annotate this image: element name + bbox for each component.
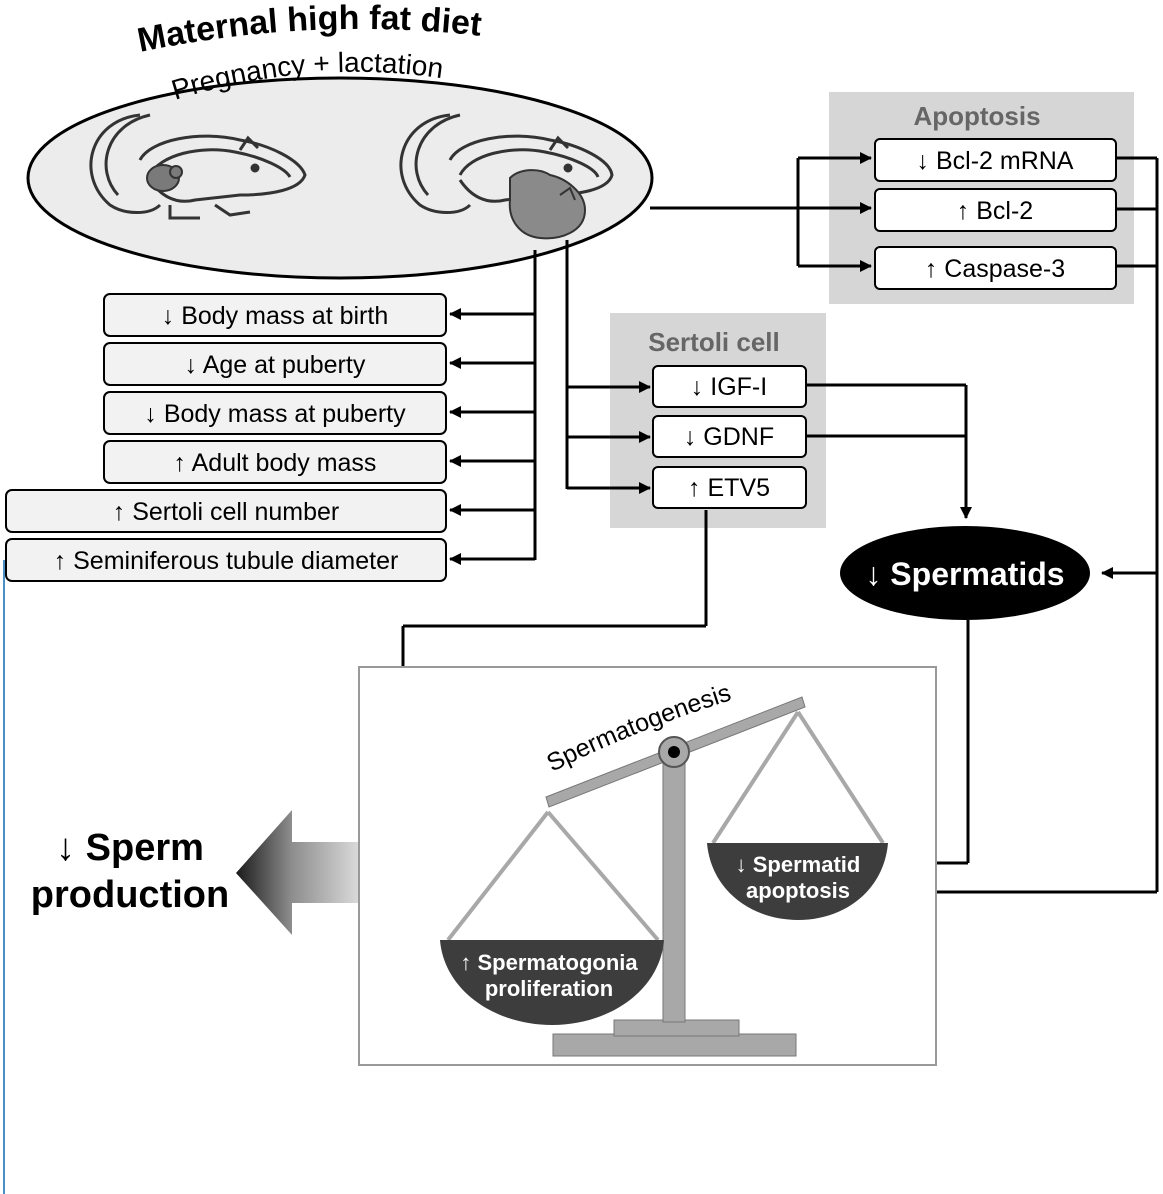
sertoli-item-label: ↑ ETV5: [688, 474, 770, 502]
sperm-production-arrow-icon: [236, 810, 358, 935]
sertoli-item: ↓ GDNF: [652, 415, 807, 458]
right-pan: ↓ Spermatid apoptosis: [707, 843, 888, 920]
apoptosis-item-label: ↑ Caspase-3: [925, 255, 1065, 283]
outcome-list: ↓ Body mass at birth ↓ Age at puberty ↓ …: [5, 293, 447, 582]
result-label-line1: ↓ Sperm: [56, 827, 204, 869]
sertoli-connectors: [565, 240, 651, 494]
apoptosis-panel-title: Apoptosis: [913, 101, 1040, 131]
right-pan-label-line2: apoptosis: [746, 878, 850, 903]
spermatids-node: ↓ Spermatids: [840, 526, 1090, 620]
apoptosis-connectors: [650, 152, 872, 272]
sertoli-cell-panel: Sertoli cell ↓ IGF-I ↓ GDNF ↑ ETV5: [610, 313, 826, 528]
outcome-label: ↓ Age at puberty: [185, 351, 366, 379]
outcome-box: ↑ Adult body mass: [103, 440, 447, 484]
apoptosis-item: ↑ Bcl-2: [874, 188, 1117, 232]
outcome-label: ↓ Body mass at birth: [162, 302, 388, 330]
apoptosis-panel: Apoptosis ↓ Bcl-2 mRNA ↑ Bcl-2 ↑ Caspase…: [829, 92, 1134, 304]
left-pan-label-line2: proliferation: [485, 976, 613, 1001]
sertoli-item-label: ↓ GDNF: [684, 423, 774, 451]
maternal-diet-ellipse: Pregnancy + lactation: [26, 47, 654, 280]
outcome-label: ↑ Seminiferous tubule diameter: [54, 547, 399, 575]
outcome-label: ↓ Body mass at puberty: [144, 400, 406, 428]
outcome-box: ↓ Body mass at puberty: [103, 391, 447, 435]
spermatids-label: ↓ Spermatids: [865, 556, 1064, 592]
apoptosis-item: ↑ Caspase-3: [874, 246, 1117, 290]
result-label-line2: production: [31, 874, 229, 916]
lactating-mouse-icon: [399, 113, 614, 240]
sertoli-panel-title: Sertoli cell: [648, 327, 780, 357]
outcome-label: ↑ Adult body mass: [174, 449, 377, 477]
apoptosis-item-label: ↑ Bcl-2: [957, 197, 1033, 225]
outcome-label: ↑ Sertoli cell number: [113, 498, 339, 526]
apoptosis-item: ↓ Bcl-2 mRNA: [874, 138, 1117, 182]
right-pan-label-line1: ↓ Spermatid: [736, 852, 861, 877]
left-pan: ↑ Spermatogonia proliferation: [440, 940, 664, 1025]
balance-scale: [446, 696, 885, 1057]
apoptosis-item-label: ↓ Bcl-2 mRNA: [917, 147, 1074, 175]
outcome-box: ↑ Seminiferous tubule diameter: [5, 538, 447, 582]
sertoli-item: ↑ ETV5: [652, 466, 807, 509]
outcome-box: ↑ Sertoli cell number: [5, 489, 447, 533]
sertoli-item-label: ↓ IGF-I: [691, 373, 767, 401]
sertoli-item: ↓ IGF-I: [652, 365, 807, 408]
sertoli-output-connectors: [806, 383, 972, 519]
outcome-connectors: [449, 250, 537, 565]
left-pan-label-line1: ↑ Spermatogonia: [460, 950, 638, 975]
pregnant-mouse-icon: [89, 113, 307, 220]
outcome-box: ↓ Age at puberty: [103, 342, 447, 386]
outcome-box: ↓ Body mass at birth: [103, 293, 447, 337]
